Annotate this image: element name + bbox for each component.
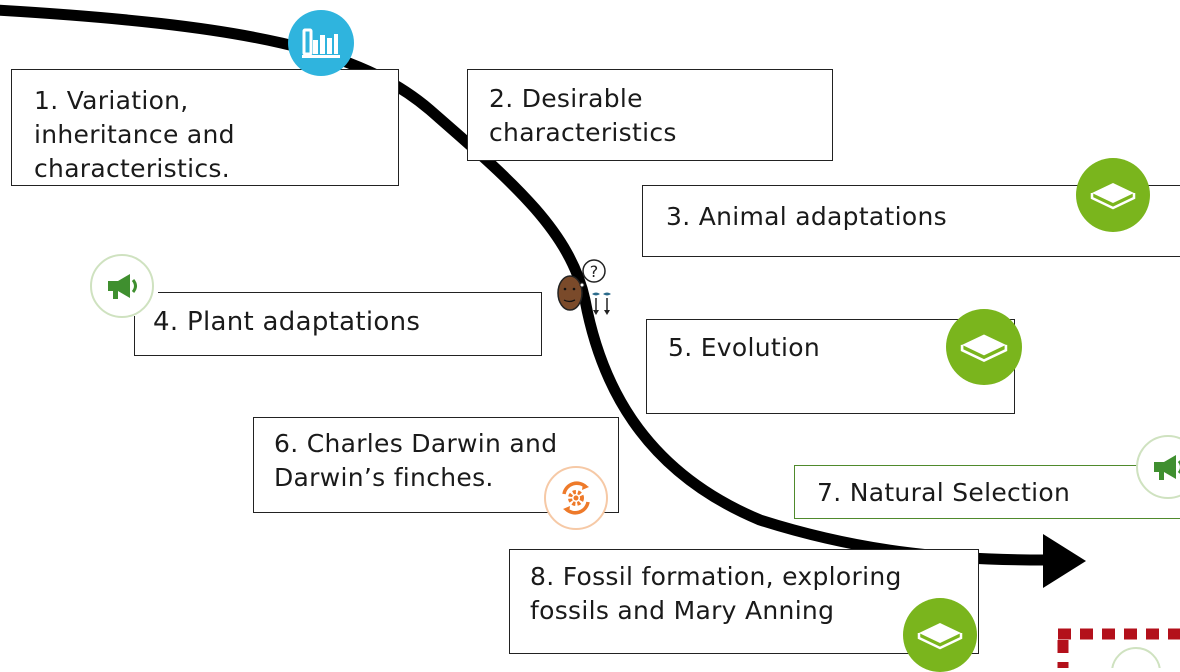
thinking-person-icon: ?: [548, 255, 618, 325]
dashed-frame: [1057, 628, 1180, 668]
topic-label-4: 4. Plant adaptations: [153, 307, 421, 337]
topic-box-1: [11, 69, 399, 186]
topic-label-2: 2. Desirable characteristics: [489, 84, 677, 147]
book-icon: [903, 598, 977, 672]
topic-label-1: 1. Variation, inheritance and characteri…: [34, 86, 235, 183]
megaphone-icon: [1136, 435, 1180, 499]
topic-box-7: [794, 465, 1180, 519]
path-arrowhead: [1043, 534, 1086, 588]
megaphone-icon: [90, 254, 154, 318]
topic-label-6: 6. Charles Darwin and Darwin’s finches.: [274, 429, 558, 492]
book-icon: [946, 309, 1022, 385]
topic-label-3: 3. Animal adaptations: [666, 202, 947, 231]
cycle-gear-icon: [544, 466, 608, 530]
topic-label-5: 5. Evolution: [668, 333, 820, 362]
topic-box-2: [467, 69, 833, 161]
bar-chart-icon: [288, 10, 354, 76]
topic-label-8: 8. Fossil formation, exploring fossils a…: [530, 562, 902, 625]
topic-box-4: [134, 292, 542, 356]
topic-label-7: 7. Natural Selection: [817, 478, 1071, 507]
svg-text:?: ?: [590, 262, 599, 281]
topic-box-8: [509, 549, 979, 654]
book-icon: [1076, 158, 1150, 232]
